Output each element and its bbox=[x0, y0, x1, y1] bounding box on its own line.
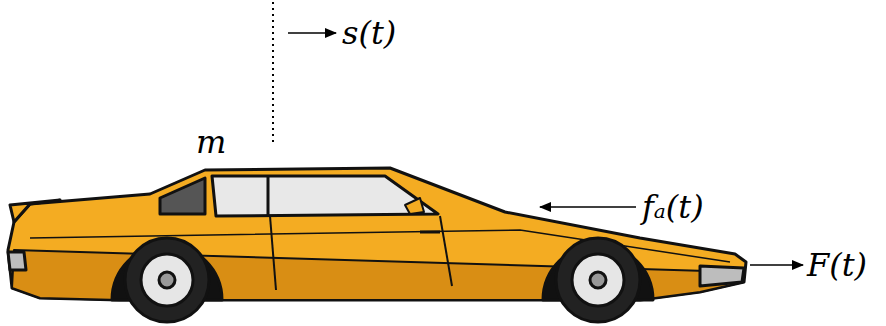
mass-label: m bbox=[196, 126, 226, 158]
reference-line bbox=[272, 2, 274, 145]
drag-force-arrow bbox=[540, 206, 636, 208]
car-wheels bbox=[125, 238, 640, 322]
drive-force-label: F(t) bbox=[807, 249, 867, 281]
position-arrow bbox=[288, 32, 336, 34]
position-label: s(t) bbox=[342, 17, 396, 49]
drive-force-arrow bbox=[750, 264, 803, 266]
drag-force-label: fₐ(t) bbox=[642, 191, 704, 223]
